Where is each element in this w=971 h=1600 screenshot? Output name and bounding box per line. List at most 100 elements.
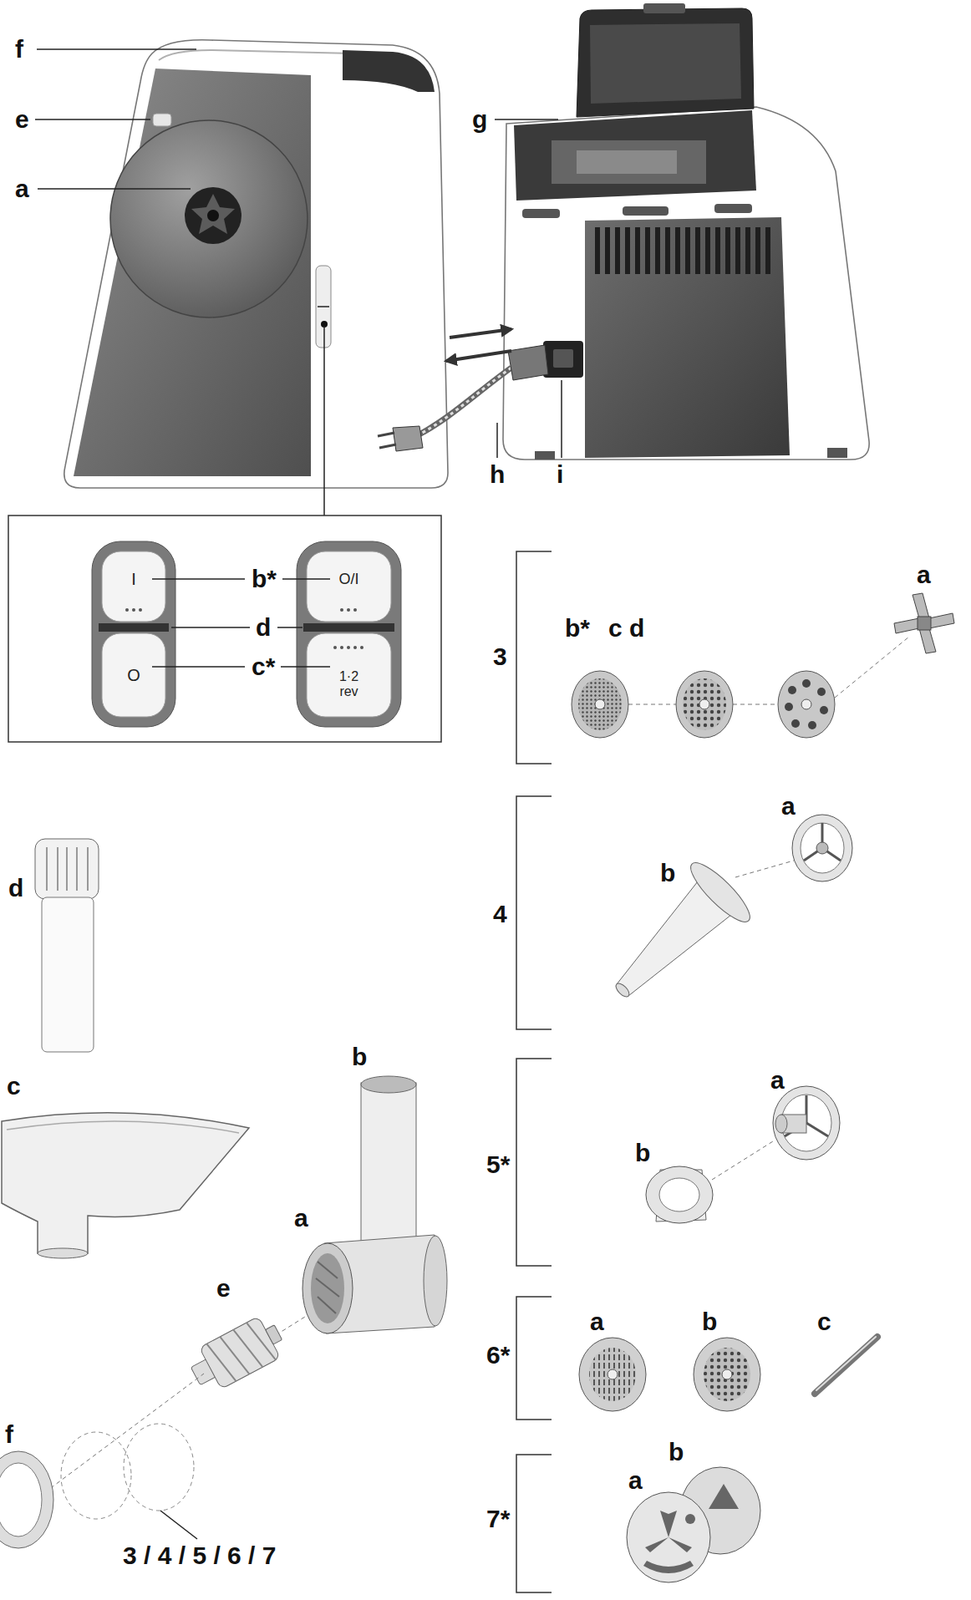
leader-line (280, 665, 331, 668)
switch-face (306, 551, 392, 622)
callout-number: 4 (493, 901, 508, 927)
ring-nut (0, 1373, 204, 1549)
front-face (73, 68, 311, 477)
assembly-axis (711, 1141, 773, 1180)
grating-disc (693, 1337, 761, 1412)
disc-set (571, 593, 955, 738)
barrel-end (423, 1235, 448, 1327)
leader-line (560, 380, 563, 458)
drive-housing (110, 120, 308, 318)
callout-letter: c (6, 1073, 21, 1099)
ring-inner (0, 1463, 42, 1537)
tray-rim (6, 1121, 239, 1134)
switch-face (101, 551, 166, 622)
hole (808, 721, 817, 730)
tube-opening (360, 1076, 417, 1094)
cookie-disc (626, 1492, 711, 1583)
callout-number: 6* (486, 1342, 510, 1368)
knife (894, 593, 955, 654)
dot (360, 645, 364, 650)
callout-letter: d (629, 615, 645, 641)
nozzle-opening (659, 1178, 700, 1212)
disc-cutout (643, 1560, 694, 1574)
attachment-slot (123, 1423, 194, 1511)
callout-letter: e (15, 106, 30, 133)
switch-divider (98, 623, 169, 632)
callout-letter: f (5, 1422, 14, 1448)
cord-connector (508, 345, 549, 381)
bracket (516, 551, 552, 764)
leader-line (282, 578, 331, 580)
callout-letter: d (255, 615, 271, 641)
callout-letter: e (216, 1276, 231, 1302)
callout-letter: a (589, 1309, 605, 1335)
callout-letter: a (15, 176, 30, 202)
rear-panel (584, 217, 790, 458)
dot (125, 608, 129, 612)
groove (66, 847, 68, 891)
callout-number: 7* (486, 1506, 510, 1532)
assembly-axis (732, 704, 778, 706)
callout-letter: a (628, 1468, 643, 1494)
callout-number: 5* (486, 1152, 510, 1178)
control-panel (315, 265, 331, 348)
dot (353, 608, 357, 612)
bracket (516, 796, 552, 1030)
hole (787, 686, 797, 695)
sausage-attachment (613, 814, 853, 1000)
groove (76, 847, 78, 891)
machine-body (503, 106, 870, 460)
disc-hub (607, 1369, 618, 1380)
open-lid (576, 8, 754, 117)
pusher-shaft (41, 897, 94, 1053)
medium-disc (676, 671, 733, 738)
hole (791, 719, 800, 728)
bracket (516, 1058, 552, 1266)
callout-letter: b (668, 1439, 684, 1465)
spacer-ring (792, 814, 853, 882)
drive-hub (184, 187, 242, 245)
callout-letter: b* (251, 566, 277, 592)
vents (593, 227, 774, 275)
front-machine (64, 40, 448, 489)
hole (802, 679, 811, 688)
switch-inset (8, 515, 442, 743)
coarse-disc (777, 671, 835, 738)
tray (1, 1113, 250, 1254)
callout-letter: c (817, 1309, 832, 1335)
filling-tube (360, 1082, 417, 1251)
dot (346, 608, 351, 612)
button-label: I (131, 569, 137, 590)
strip (522, 208, 560, 219)
leader-lines (35, 49, 562, 516)
switch-rim (91, 541, 176, 727)
callout-letter: f (15, 36, 24, 62)
stored-part (576, 150, 677, 174)
horn-tip (613, 981, 631, 999)
button-label: 1·2 rev (330, 669, 368, 701)
leader-line (171, 626, 250, 629)
callout-letter: c* (251, 654, 275, 680)
kebbe-attachment (645, 1086, 840, 1224)
button-face: O/I (306, 551, 392, 607)
knife-hub (917, 616, 931, 631)
callout-number: 3 / 4 / 5 / 6 / 7 (122, 1543, 276, 1569)
leader-lines (152, 579, 331, 667)
spoke (806, 1123, 829, 1137)
foot (827, 447, 848, 458)
groove (86, 847, 89, 891)
ring-hub (816, 842, 829, 855)
callout-letter: b* (564, 615, 590, 641)
machine-body (64, 40, 448, 489)
dot (346, 645, 351, 650)
inset-frame (8, 515, 442, 743)
knife-blade (929, 613, 955, 629)
pusher-knob (35, 838, 99, 900)
hole (819, 706, 829, 715)
assembly-axis (735, 860, 794, 878)
mincer-housing (302, 1076, 448, 1334)
dot (333, 645, 337, 650)
leader-line (152, 578, 245, 580)
ring-outer (0, 1451, 54, 1549)
